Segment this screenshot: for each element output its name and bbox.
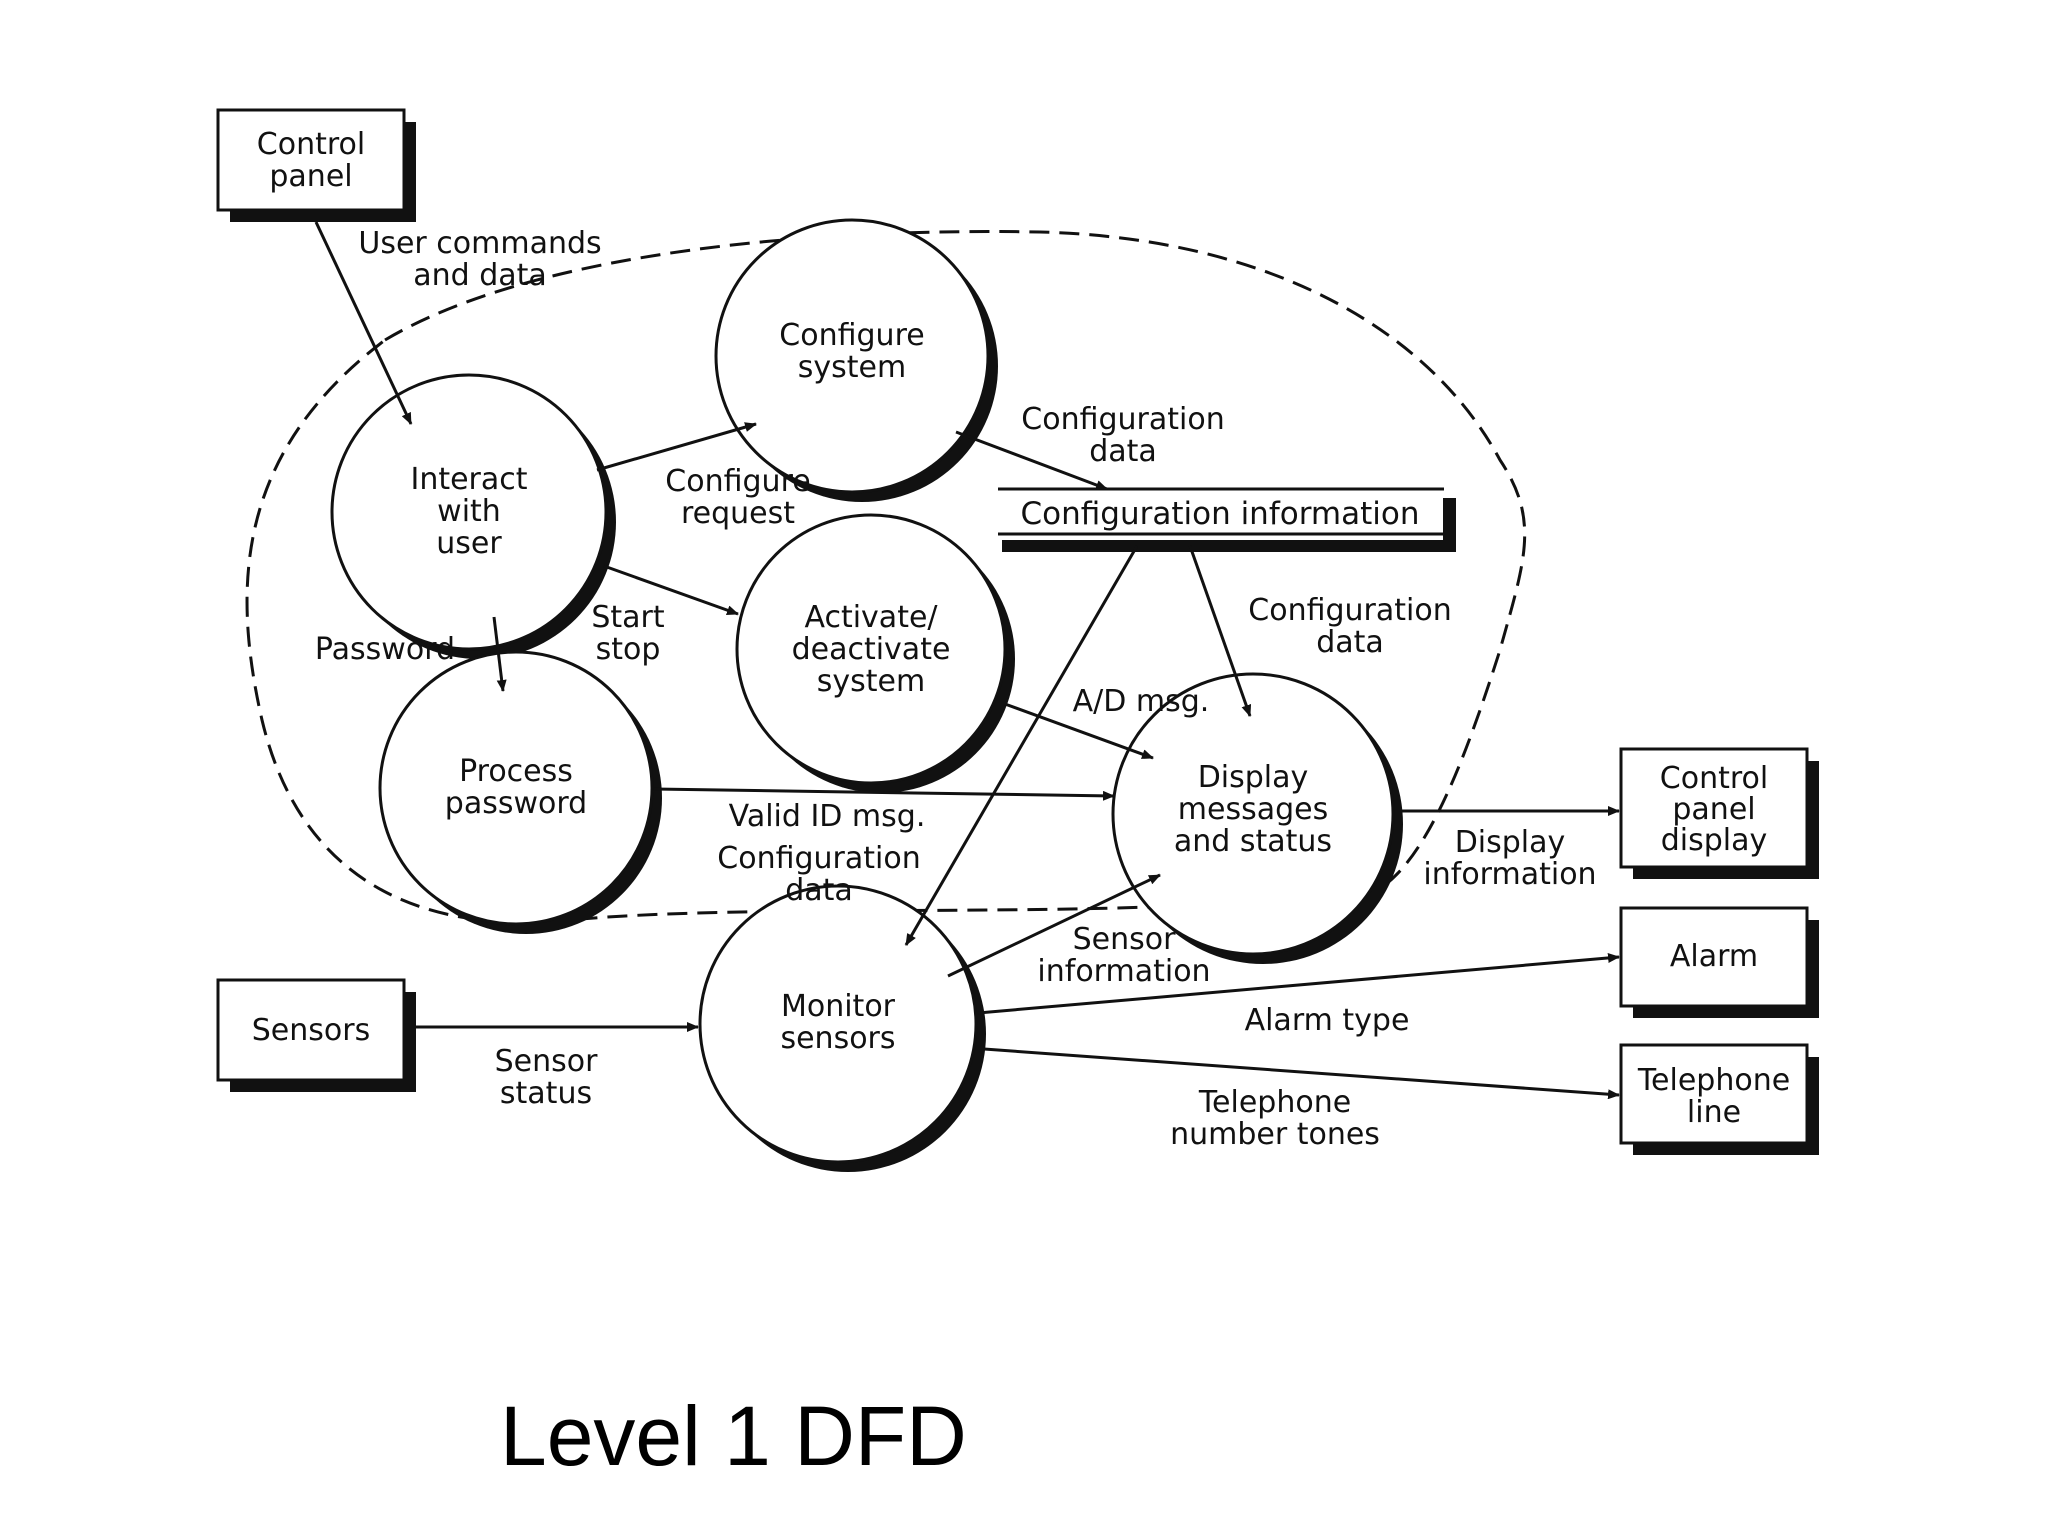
flow-arrow-control-panel-to-interact <box>314 221 413 425</box>
flow-arrow-interact-to-activate <box>603 564 739 616</box>
entity-label-line: Alarm <box>1670 939 1758 974</box>
flow-label-line: and data <box>413 258 547 293</box>
process-label-line: Interact <box>410 462 527 497</box>
flow-label-line: request <box>681 496 795 531</box>
diagram-caption: Level 1 DFD <box>500 1389 967 1483</box>
entity-label-line: display <box>1661 823 1768 858</box>
flow-label-line: Configuration <box>717 841 920 876</box>
process-label-line: with <box>437 494 501 529</box>
process-label-line: system <box>817 664 925 699</box>
process-label-line: user <box>436 526 502 561</box>
system-boundary <box>245 230 1527 924</box>
entity-label-line: Control <box>1660 761 1768 796</box>
process-label-line: password <box>445 786 587 821</box>
flow-label-valid-id-msg: Valid ID msg. <box>729 799 926 834</box>
flow-label-line: Sensor <box>495 1044 598 1079</box>
process-label-line: system <box>798 350 906 385</box>
flow-arrow-monitor-to-display <box>947 873 1161 978</box>
flow-label-line: Telephone <box>1198 1085 1351 1120</box>
process-monitor-sensors: Monitor sensors <box>698 884 986 1172</box>
entity-label-line: Telephone <box>1637 1063 1790 1098</box>
process-label-line: and status <box>1174 824 1332 859</box>
flow-arrow-monitor-to-telephone <box>983 1047 1620 1100</box>
process-label-line: deactivate <box>792 632 951 667</box>
process-label-line: Process <box>459 754 573 789</box>
data-store-configuration-information: Configuration information <box>998 487 1456 552</box>
process-display-messages-and-status: Display messages and status <box>1111 672 1403 964</box>
external-entity-control-panel-display: Control panel display <box>1619 747 1819 879</box>
flow-arrow-store-to-display <box>1188 545 1252 717</box>
flow-label-line: A/D msg. <box>1073 684 1210 719</box>
process-process-password: Process password <box>378 650 662 934</box>
external-entity-control-panel: Control panel <box>216 108 416 222</box>
entity-label-line: panel <box>1672 792 1755 827</box>
flow-label-line: Configure <box>665 464 810 499</box>
flow-label-configuration-data-to-store: Configuration data <box>1021 402 1224 469</box>
flow-arrow-password-to-display <box>653 787 1115 801</box>
flow-label-ad-msg: A/D msg. <box>1073 684 1210 719</box>
flow-label-line: Configuration <box>1021 402 1224 437</box>
flow-label-line: data <box>785 873 853 908</box>
data-store-label: Configuration information <box>1020 496 1419 532</box>
flow-arrow-activate-to-display <box>1004 702 1154 760</box>
external-entity-telephone-line: Telephone line <box>1619 1043 1819 1155</box>
external-entity-alarm: Alarm <box>1619 906 1819 1018</box>
entity-label-line: line <box>1687 1095 1741 1130</box>
flow-arrow-configure-to-store <box>955 430 1108 491</box>
flow-arrow-store-to-monitor <box>904 545 1139 946</box>
flow-arrow-interact-to-configure <box>596 422 757 472</box>
flow-label-sensor-information: Sensor information <box>1037 922 1210 989</box>
entity-label-line: panel <box>269 159 352 194</box>
flow-label-configuration-data-to-monitor: Configuration data <box>717 841 920 908</box>
external-entity-sensors: Sensors <box>216 978 416 1092</box>
process-label-line: messages <box>1178 792 1328 827</box>
entity-label-line: Control <box>257 127 365 162</box>
flow-label-line: data <box>1089 434 1157 469</box>
flow-label-line: stop <box>596 632 661 667</box>
process-interact-with-user: Interact with user <box>330 373 616 659</box>
flow-label-line: information <box>1037 954 1210 989</box>
flow-label-telephone-number-tones: Telephone number tones <box>1170 1085 1380 1152</box>
flow-label-line: information <box>1423 857 1596 892</box>
flow-arrow-monitor-to-alarm <box>977 952 1620 1015</box>
flow-label-line: Start <box>591 600 665 635</box>
flow-label-line: data <box>1316 625 1384 660</box>
flow-arrow-interact-to-password <box>492 616 507 692</box>
flow-label-line: Valid ID msg. <box>729 799 926 834</box>
flow-label-line: Alarm type <box>1245 1003 1410 1038</box>
flow-label-line: Display <box>1455 825 1566 860</box>
flow-label-alarm-type: Alarm type <box>1245 1003 1410 1038</box>
process-label-line: Configure <box>779 318 924 353</box>
process-activate-deactivate-system: Activate/ deactivate system <box>735 513 1015 793</box>
process-label-line: Activate/ <box>804 600 938 635</box>
process-label-line: sensors <box>780 1021 895 1056</box>
flow-label-configuration-data-to-display: Configuration data <box>1248 593 1451 660</box>
flow-label-line: Sensor <box>1073 922 1176 957</box>
flow-label-line: Configuration <box>1248 593 1451 628</box>
flow-label-line: User commands <box>358 226 601 261</box>
flow-label-start-stop: Start stop <box>591 600 665 667</box>
entity-label-line: Sensors <box>252 1013 370 1048</box>
flow-label-line: Password <box>315 632 455 667</box>
flow-label-display-information: Display information <box>1423 825 1596 892</box>
process-label-line: Monitor <box>781 989 896 1024</box>
flow-label-password: Password <box>315 632 455 667</box>
flow-label-configure-request: Configure request <box>665 464 810 531</box>
flow-label-user-commands-and-data: User commands and data <box>358 226 601 293</box>
flow-label-sensor-status: Sensor status <box>495 1044 598 1111</box>
flow-label-line: status <box>500 1076 592 1111</box>
process-label-line: Display <box>1198 760 1309 795</box>
flow-label-line: number tones <box>1170 1117 1380 1152</box>
process-configure-system: Configure system <box>714 218 998 502</box>
data-flows <box>314 221 1620 1100</box>
